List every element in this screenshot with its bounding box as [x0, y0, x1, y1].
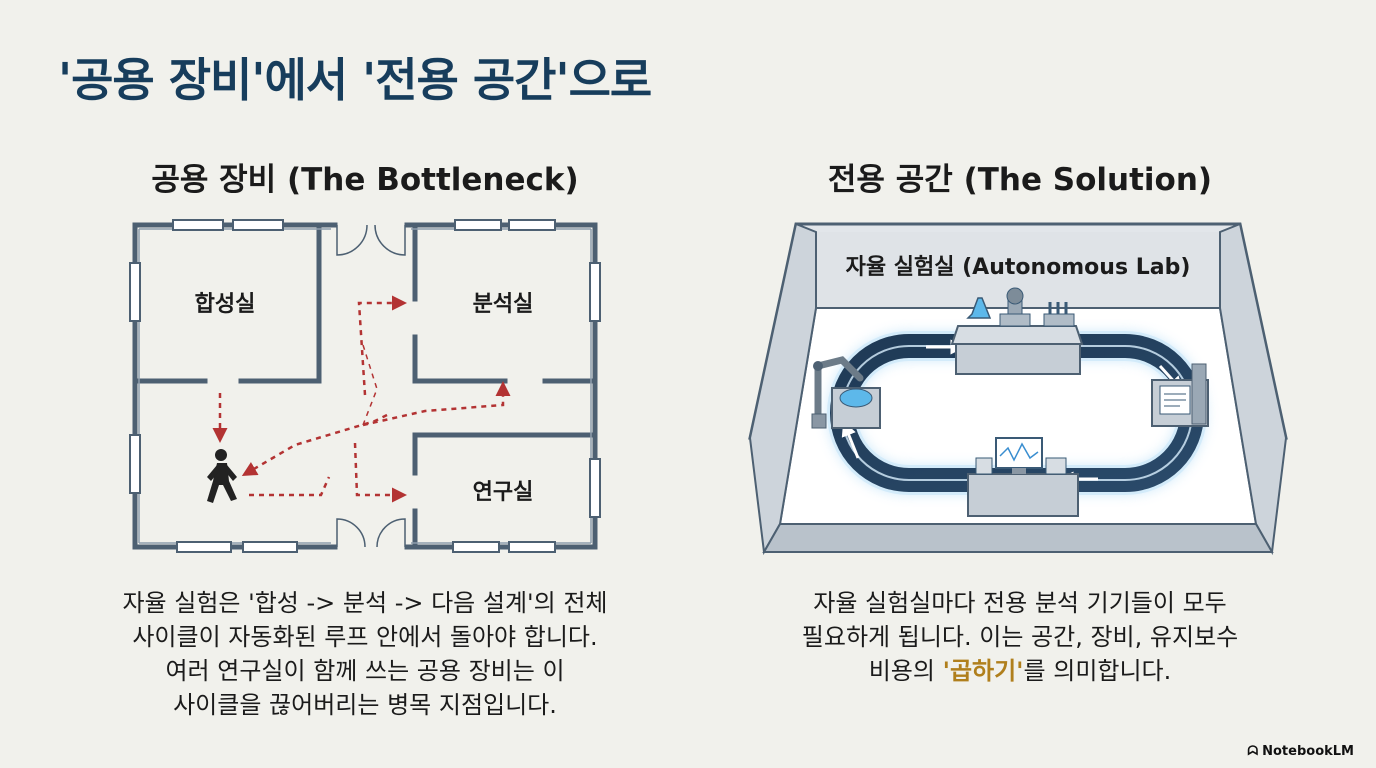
path-to-research [353, 442, 407, 503]
caption-line: 여러 연구실이 함께 쓰는 공용 장비는 이 [165, 657, 565, 685]
caption-line: 사이클을 끊어버리는 병목 지점입니다. [173, 691, 557, 719]
walking-person-icon [207, 449, 237, 503]
brand-name: NotebookLM [1262, 744, 1354, 759]
computer-terminal-icon [1151, 363, 1209, 427]
robot-arm-icon [811, 356, 881, 429]
path-up-right [362, 381, 511, 427]
autonomous-lab-diagram: 자율 실험실 (Autonomous Lab) [748, 222, 1288, 556]
caption-suffix: 를 의미합니다. [1023, 657, 1172, 685]
caption-last-line: 비용의 '곱하기'를 의미합니다. [730, 654, 1310, 688]
solution-caption: 자율 실험실마다 전용 분석 기기들이 모두 필요하게 됩니다. 이는 공간, … [730, 586, 1310, 688]
path-to-analysis [357, 295, 407, 396]
monitoring-desk-icon [967, 437, 1079, 517]
page-title: '공용 장비'에서 '전용 공간'으로 [58, 53, 652, 107]
workflow-paths [212, 295, 511, 503]
caption-prefix: 비용의 [868, 657, 943, 685]
caption-line: 자율 실험실마다 전용 분석 기기들이 모두 [813, 589, 1227, 617]
caption-line: 사이클이 자동화된 루프 안에서 돌아야 합니다. [132, 623, 598, 651]
room-synthesis: 합성실 [195, 291, 256, 317]
room-research: 연구실 [473, 480, 534, 505]
door-icons [336, 224, 406, 548]
lab-title: 자율 실험실 (Autonomous Lab) [846, 254, 1191, 280]
notebooklm-icon: ᗣ [1247, 744, 1259, 759]
multiply-highlight: '곱하기' [942, 657, 1024, 685]
bottleneck-heading: 공용 장비 (The Bottleneck) [151, 162, 579, 198]
analysis-bench-icon [950, 287, 1084, 375]
caption-line: 자율 실험은 '합성 -> 분석 -> 다음 설계'의 전체 [122, 589, 608, 617]
room-analysis: 분석실 [473, 292, 534, 317]
solution-heading: 전용 공간 (The Solution) [827, 162, 1213, 198]
path-to-person [241, 413, 388, 477]
path-from-person [249, 476, 331, 497]
caption-line: 필요하게 됩니다. 이는 공간, 장비, 유지보수 [801, 623, 1239, 651]
floor-plan-diagram: 합성실 분석실 연구실 [129, 219, 601, 553]
bottleneck-caption: 자율 실험은 '합성 -> 분석 -> 다음 설계'의 전체 사이클이 자동화된… [70, 586, 660, 722]
